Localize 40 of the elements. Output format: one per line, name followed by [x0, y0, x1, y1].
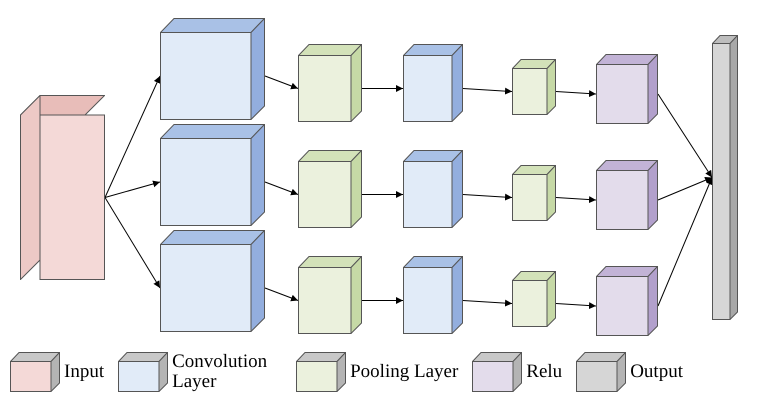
cube	[298, 256, 362, 334]
cube	[160, 124, 265, 226]
cube	[512, 271, 556, 327]
arrow	[462, 194, 512, 201]
arrow	[556, 90, 596, 98]
legend-label: Relu	[526, 362, 562, 382]
output-bar	[712, 35, 738, 320]
cube	[596, 54, 658, 124]
arrow	[264, 288, 298, 302]
arrow	[264, 76, 298, 90]
arrow	[362, 297, 404, 304]
cube	[512, 59, 556, 115]
cube	[298, 44, 362, 122]
arrow	[104, 180, 160, 198]
cube	[596, 160, 658, 230]
arrow	[658, 94, 712, 178]
legend-label: Pooling Layer	[350, 362, 458, 382]
legend-label: Input	[64, 362, 104, 382]
arrow	[462, 88, 512, 95]
legend-label: Output	[630, 362, 683, 382]
arrow	[556, 196, 596, 204]
cube	[596, 266, 658, 336]
cube	[403, 150, 463, 228]
cube	[403, 44, 463, 122]
cube	[298, 150, 362, 228]
cube	[160, 18, 265, 120]
arrow	[104, 197, 160, 288]
arrow	[104, 76, 160, 198]
legend-label: Convolution Layer	[172, 352, 268, 392]
cube	[512, 165, 556, 221]
arrow	[362, 191, 404, 198]
cube	[403, 256, 463, 334]
arrow	[462, 300, 512, 307]
cube	[160, 230, 265, 332]
arrow	[362, 85, 404, 92]
cube	[20, 95, 105, 280]
arrow	[658, 177, 713, 306]
arrow	[264, 182, 298, 196]
arrow	[556, 302, 596, 310]
arrow	[658, 176, 712, 200]
